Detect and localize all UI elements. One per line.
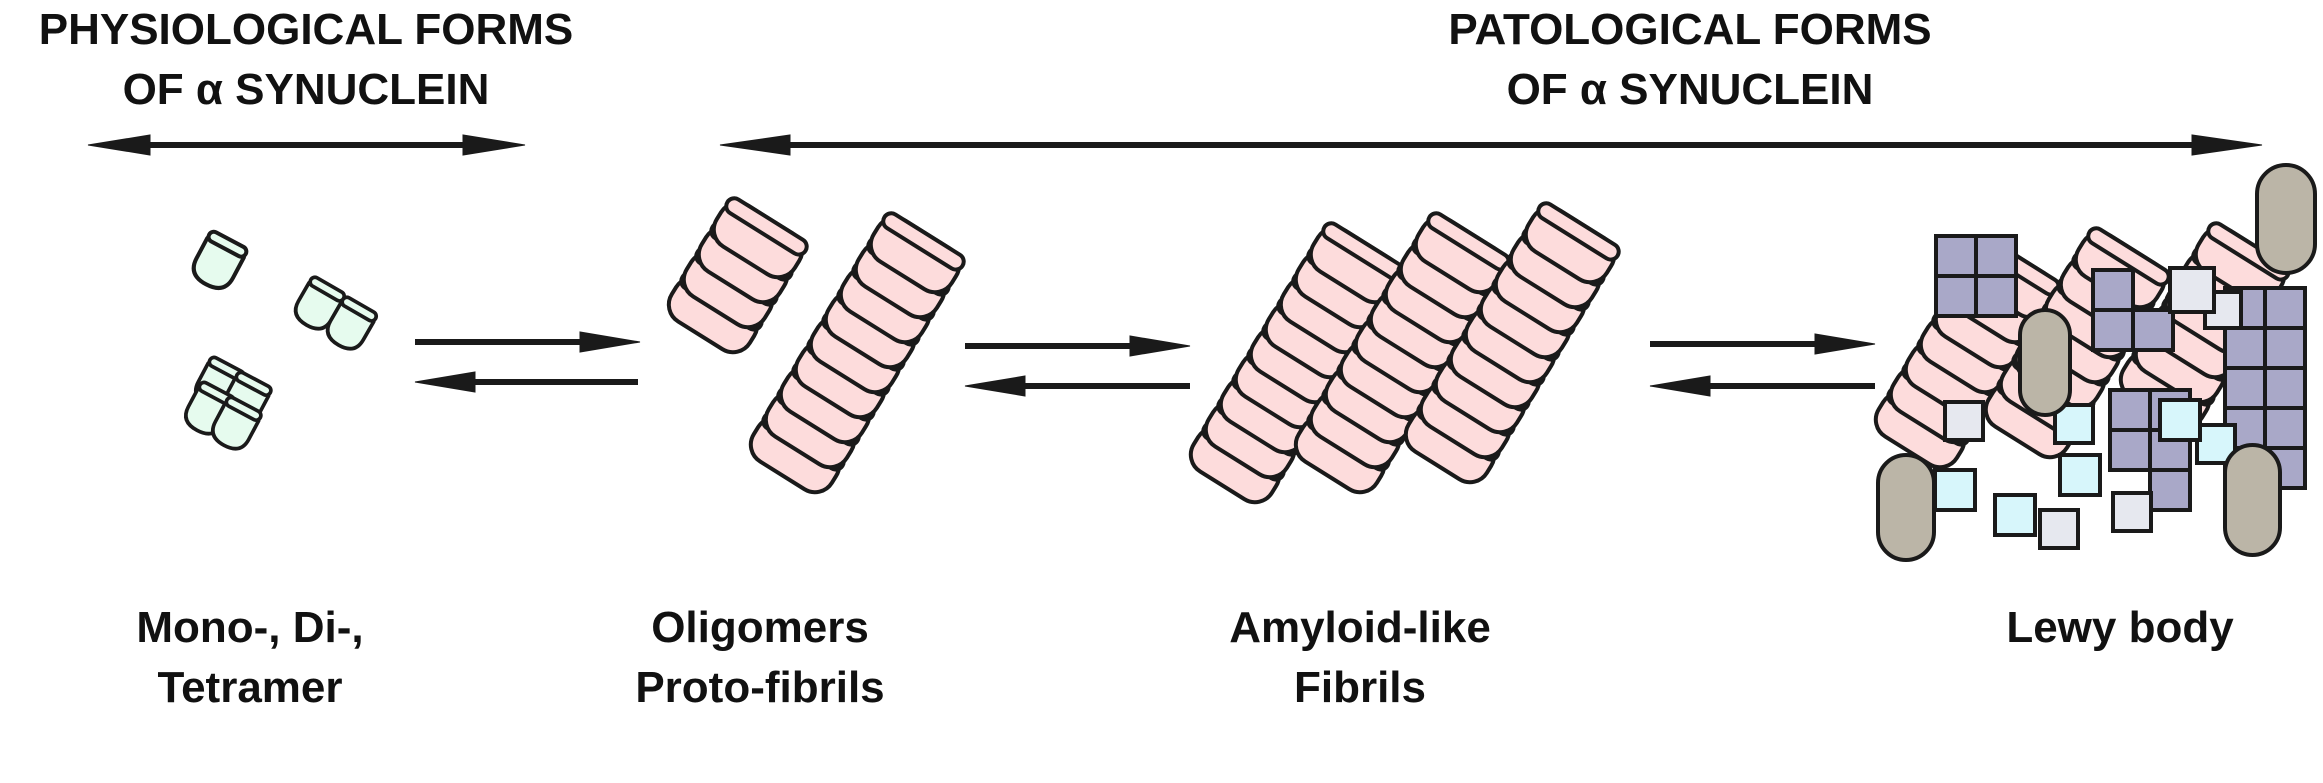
- fibril-stack: [1188, 221, 1406, 505]
- aggregate-square: [1934, 274, 1978, 318]
- fibril-stack: [1293, 211, 1511, 495]
- aggregate-square: [1934, 234, 1978, 278]
- stage-label-line-2: Tetramer: [157, 663, 343, 712]
- aggregate-square: [1993, 493, 2037, 537]
- pathological-double-arrow: [719, 134, 2263, 156]
- fibril-unit: [868, 211, 966, 295]
- aggregate-square: [2131, 308, 2175, 352]
- lewy-body-group: [1873, 163, 2317, 562]
- fibril-unit: [1523, 201, 1621, 285]
- aggregate-square: [2091, 268, 2135, 312]
- amyloid-fibrils-group: [1188, 201, 1621, 505]
- aggregate-square: [2148, 468, 2192, 512]
- aggregate-square: [2058, 453, 2102, 497]
- pathological-title-line-1: PATOLOGICAL FORMS: [1448, 5, 1932, 54]
- stage-label-oligomers: Oligomers Proto-fibrils: [560, 598, 960, 718]
- protofibril-stack: [748, 211, 966, 495]
- stage-label-line-1: Mono-, Di-,: [136, 603, 364, 652]
- physiological-title-line-1: PHYSIOLOGICAL FORMS: [38, 5, 574, 54]
- physiological-title-line-2: OF α SYNUCLEIN: [122, 65, 490, 114]
- aggregate-square: [2038, 508, 2080, 550]
- pathological-title-line-2: OF α SYNUCLEIN: [1506, 65, 1874, 114]
- aggregate-square: [1974, 234, 2018, 278]
- equilibrium-arrows-3: [1649, 333, 1876, 397]
- aggregate-square: [2263, 326, 2307, 370]
- organelle-rod: [2018, 308, 2072, 417]
- aggregate-square: [2108, 388, 2152, 432]
- oligomer-stack: [666, 196, 809, 355]
- equilibrium-arrows-1: [414, 331, 641, 393]
- monomer-dimer-tetramer-group: [184, 229, 379, 451]
- oligomers-protofibrils-group: [666, 196, 966, 495]
- pathological-forms-title: PATOLOGICAL FORMS OF α SYNUCLEIN: [1270, 0, 2110, 120]
- fibril-unit: [711, 196, 809, 280]
- stage-label-line-1: Oligomers: [651, 603, 869, 652]
- stage-label-lewy-body: Lewy body: [1900, 598, 2323, 658]
- aggregate-square: [2168, 266, 2216, 314]
- fibril-unit: [1308, 221, 1406, 305]
- stage-label-line-1: Amyloid-like: [1229, 603, 1491, 652]
- organelle-rod: [2255, 163, 2317, 275]
- aggregate-square: [2263, 366, 2307, 410]
- aggregate-square: [2111, 491, 2153, 533]
- equilibrium-arrows-2: [964, 335, 1191, 397]
- stage-label-line-2: Fibrils: [1293, 663, 1427, 712]
- aggregate-square: [2108, 428, 2152, 472]
- stage-label-line-2: Proto-fibrils: [635, 663, 885, 712]
- stage-label-line-1: Lewy body: [2006, 603, 2234, 652]
- aggregate-square: [1933, 468, 1977, 512]
- dimer-subunit: [325, 295, 379, 351]
- fibril-stack: [1403, 201, 1621, 485]
- aggregate-square: [2263, 286, 2307, 330]
- aggregate-square: [2158, 398, 2202, 442]
- monomer: [191, 229, 249, 290]
- organelle-rod: [2223, 443, 2282, 557]
- organelle-rod: [1876, 453, 1936, 562]
- stage-label-monomers: Mono-, Di-, Tetramer: [60, 598, 440, 718]
- stage-label-amyloid: Amyloid-like Fibrils: [1160, 598, 1560, 718]
- aggregate-square: [1943, 400, 1985, 442]
- aggregate-square: [2091, 308, 2135, 352]
- aggregate-square: [2223, 366, 2267, 410]
- aggregate-square: [1974, 274, 2018, 318]
- aggregate-square: [2223, 326, 2267, 370]
- tetramer-subunit: [211, 395, 263, 451]
- physiological-double-arrow: [87, 134, 526, 156]
- physiological-forms-title: PHYSIOLOGICAL FORMS OF α SYNUCLEIN: [0, 0, 612, 120]
- aggregate-square: [2263, 406, 2307, 450]
